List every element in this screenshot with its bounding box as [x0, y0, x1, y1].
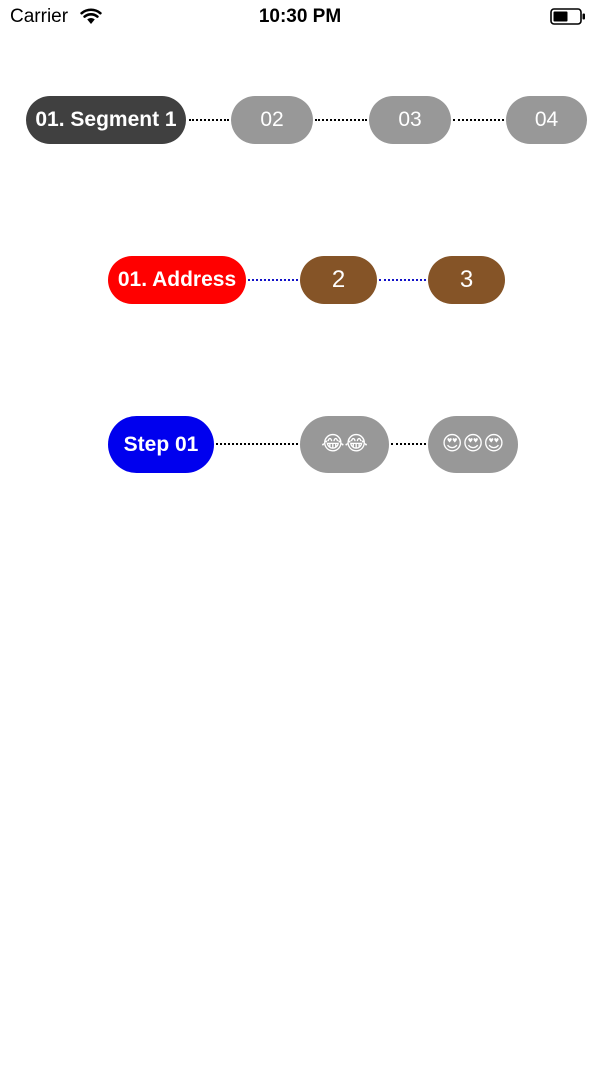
segment-3[interactable]: 3 — [428, 256, 505, 304]
segment-2[interactable]: 2 — [300, 256, 377, 304]
segment-control-1: 01. Segment 1 02 03 04 — [0, 96, 600, 144]
segment-control-3: Step 01 😂😂 😍😍😍 — [0, 416, 600, 473]
status-bar: Carrier 10:30 PM — [0, 0, 600, 34]
battery-icon — [550, 8, 585, 25]
segment-connector — [189, 119, 229, 121]
segment-connector — [248, 279, 298, 281]
segment-control-2: 01. Address 2 3 — [0, 256, 600, 304]
carrier-label: Carrier — [10, 6, 69, 27]
step-segment-selected[interactable]: Step 01 — [108, 416, 214, 473]
segment-1-selected[interactable]: 01. Segment 1 — [26, 96, 186, 144]
wifi-icon — [80, 8, 102, 24]
segment-connector — [379, 279, 426, 281]
segment-connector — [216, 443, 298, 445]
segment-connector — [453, 119, 504, 121]
emoji-segment-3[interactable]: 😍😍😍 — [428, 416, 518, 473]
segment-2[interactable]: 02 — [231, 96, 313, 144]
segment-connector — [391, 443, 426, 445]
emoji-segment-2[interactable]: 😂😂 — [300, 416, 389, 473]
status-time: 10:30 PM — [258, 6, 342, 27]
segment-3[interactable]: 03 — [369, 96, 451, 144]
address-segment-selected[interactable]: 01. Address — [108, 256, 246, 304]
segment-connector — [315, 119, 367, 121]
segment-4[interactable]: 04 — [506, 96, 587, 144]
